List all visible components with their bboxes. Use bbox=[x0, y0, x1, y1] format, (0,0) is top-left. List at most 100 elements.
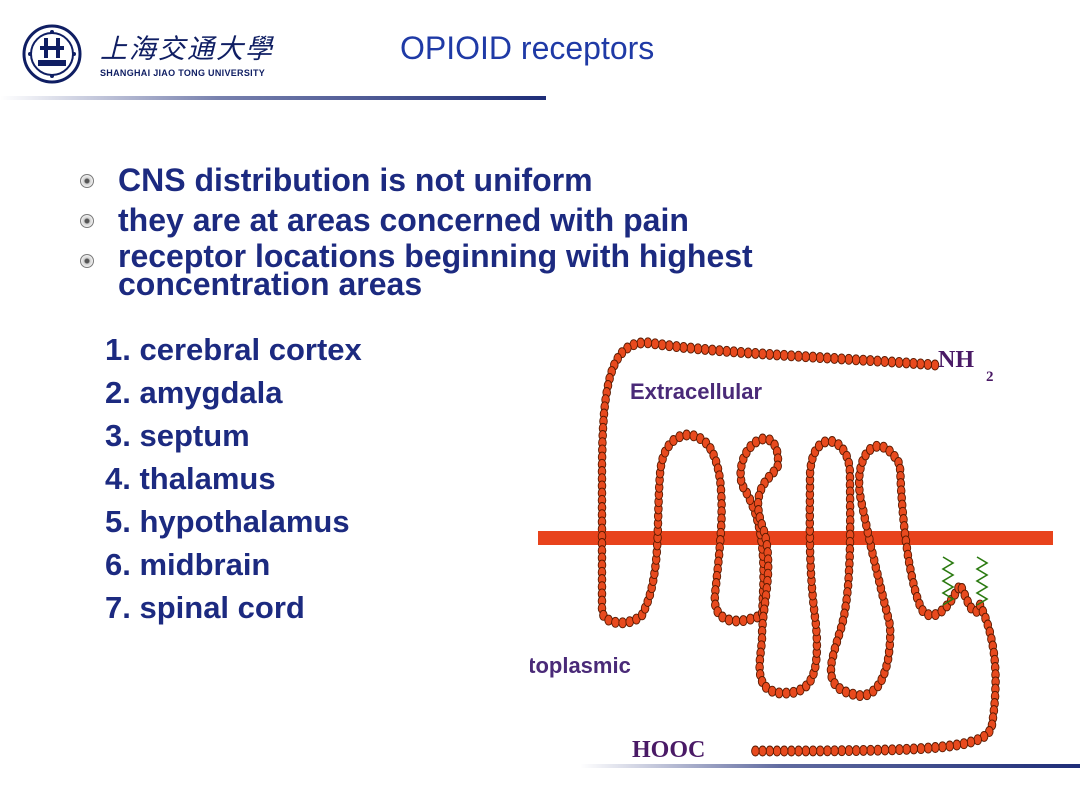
amino-acid-bead bbox=[880, 356, 889, 367]
amino-acid-bead bbox=[916, 743, 926, 755]
cell-membrane bbox=[538, 531, 1053, 545]
title-divider bbox=[0, 96, 546, 100]
bullet-text: receptor locations beginning with highes… bbox=[118, 238, 753, 302]
amino-acid-bead bbox=[743, 347, 753, 359]
location-item: 5. hypothalamus bbox=[105, 504, 350, 539]
bullet-item: they are at areas concerned with pain bbox=[70, 202, 870, 238]
amino-acid-bead bbox=[672, 341, 681, 353]
amino-acid-bead bbox=[650, 338, 660, 350]
amino-acid-bead bbox=[675, 431, 684, 443]
amino-acid-bead bbox=[872, 440, 881, 452]
bullet-list: CNS distribution is not uniform they are… bbox=[70, 162, 870, 304]
amino-acid-bead bbox=[751, 347, 760, 359]
amino-acid-bead bbox=[873, 744, 883, 756]
location-item: 1. cerebral cortex bbox=[105, 332, 362, 367]
amino-acid-bead bbox=[794, 350, 803, 362]
amino-acid-bead bbox=[767, 685, 777, 697]
amino-acid-bead bbox=[751, 745, 760, 757]
amino-acid-bead bbox=[820, 436, 830, 448]
amino-acid-bead bbox=[686, 342, 696, 354]
amino-acid-bead bbox=[880, 744, 890, 756]
amino-acid-bead bbox=[895, 744, 904, 756]
amino-acid-bead bbox=[851, 745, 861, 757]
amino-acid-bead bbox=[815, 745, 825, 757]
amino-acid-bead bbox=[801, 351, 810, 363]
palmitoylation-chains bbox=[941, 556, 989, 606]
amino-acid-bead bbox=[945, 740, 954, 752]
amino-acid-bead bbox=[729, 346, 739, 358]
amino-acid-bead bbox=[782, 687, 791, 699]
amino-acid-bead bbox=[758, 433, 767, 445]
location-item: 2. amygdala bbox=[105, 375, 283, 410]
amino-acid-bead bbox=[902, 743, 911, 755]
receptor-diagram: Extracellular Cytoplasmic NH 2 HOOC bbox=[530, 337, 1053, 763]
amino-acid-bead bbox=[924, 609, 933, 621]
amino-acid-bead bbox=[643, 337, 653, 349]
amino-acid-bead bbox=[822, 352, 832, 364]
amino-acid-bead bbox=[794, 745, 803, 757]
amino-acid-bead bbox=[604, 614, 613, 626]
amino-acid-bead bbox=[682, 429, 691, 441]
location-item: 3. septum bbox=[105, 418, 250, 453]
amino-acid-beads bbox=[597, 337, 1000, 757]
university-name-chinese: 上海交通大學 bbox=[100, 34, 274, 65]
amino-acid-bead bbox=[693, 343, 703, 355]
amino-acid-bead bbox=[902, 357, 911, 369]
amino-acid-bead bbox=[858, 354, 868, 366]
amino-acid-bead bbox=[830, 745, 839, 757]
amino-acid-bead bbox=[715, 345, 724, 357]
amino-acid-bead bbox=[909, 357, 918, 369]
amino-acid-bead bbox=[959, 738, 969, 750]
c-terminus-label: HOOC bbox=[632, 737, 705, 763]
amino-acid-bead bbox=[787, 350, 796, 362]
amino-acid-bead bbox=[823, 745, 832, 757]
location-item: 7. spinal cord bbox=[105, 590, 305, 625]
location-item: 4. thalamus bbox=[105, 461, 276, 496]
n-terminus-label: NH bbox=[938, 347, 974, 373]
amino-acid-bead bbox=[736, 346, 746, 358]
slide-title: OPIOID receptors bbox=[400, 30, 655, 66]
amino-acid-bead bbox=[909, 743, 919, 755]
amino-acid-bead bbox=[758, 348, 767, 360]
amino-acid-bead bbox=[700, 343, 710, 355]
amino-acid-bead bbox=[731, 615, 741, 627]
location-item: 6. midbrain bbox=[105, 547, 271, 582]
n-terminus-subscript: 2 bbox=[986, 369, 994, 385]
bullet-item: receptor locations beginning with highes… bbox=[70, 238, 870, 302]
amino-acid-bead bbox=[916, 358, 925, 370]
amino-acid-bead bbox=[765, 348, 774, 360]
amino-acid-bead bbox=[636, 337, 645, 349]
amino-acid-bead bbox=[851, 354, 861, 366]
amino-acid-bead bbox=[859, 744, 868, 756]
amino-acid-bead bbox=[931, 742, 940, 753]
amino-acid-bead bbox=[808, 351, 818, 363]
amino-acid-bead bbox=[724, 614, 734, 626]
amino-acid-bead bbox=[844, 353, 854, 365]
amino-acid-bead bbox=[938, 741, 947, 753]
footer-divider bbox=[580, 764, 1080, 768]
university-name-english: SHANGHAI JIAO TONG UNIVERSITY bbox=[100, 68, 266, 78]
amino-acid-bead bbox=[866, 355, 875, 367]
bullet-item: CNS distribution is not uniform bbox=[70, 162, 870, 198]
amino-acid-bead bbox=[618, 617, 627, 629]
amino-acid-bead bbox=[808, 745, 818, 757]
university-seal-icon bbox=[22, 24, 82, 84]
amino-acid-bead bbox=[966, 736, 976, 748]
amino-acid-bead bbox=[887, 356, 897, 368]
amino-acid-bead bbox=[772, 349, 782, 361]
amino-acid-bead bbox=[665, 340, 674, 352]
amino-acid-bead bbox=[815, 352, 825, 364]
palmitoyl-chain bbox=[941, 556, 955, 606]
amino-acid-bead bbox=[855, 690, 865, 702]
palmitoyl-chain bbox=[975, 556, 989, 606]
bullet-icon bbox=[80, 174, 94, 188]
amino-acid-bead bbox=[873, 355, 882, 367]
amino-acid-bead bbox=[758, 745, 767, 757]
amino-acid-bead bbox=[765, 745, 775, 757]
amino-acid-bead bbox=[894, 356, 904, 368]
bullet-text: they are at areas concerned with pain bbox=[118, 202, 689, 238]
cytoplasmic-label: Cytoplasmic bbox=[530, 653, 631, 678]
amino-acid-bead bbox=[801, 745, 811, 757]
bullet-text: CNS distribution is not uniform bbox=[118, 162, 593, 198]
amino-acid-bead bbox=[774, 687, 784, 699]
